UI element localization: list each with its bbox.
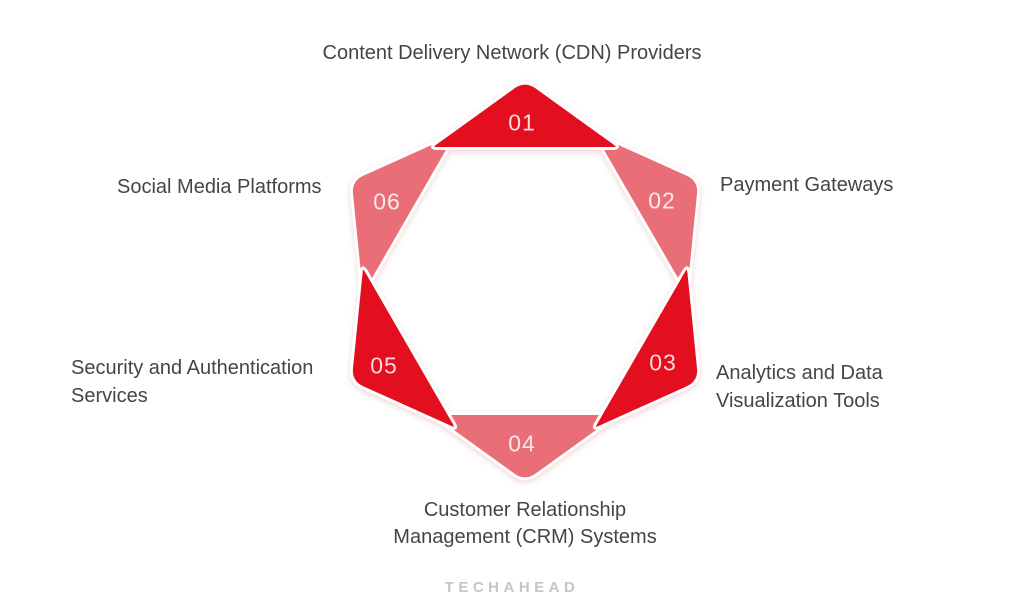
- label-line: Social Media Platforms: [117, 176, 322, 198]
- label-line: Management (CRM) Systems: [393, 526, 657, 548]
- petal-group: [349, 81, 701, 481]
- petal-number-02: 02: [648, 187, 676, 214]
- label-social-media: Social Media Platforms: [117, 173, 322, 201]
- label-crm-systems: Customer Relationship Management (CRM) S…: [375, 497, 675, 551]
- label-line: Services: [71, 385, 148, 407]
- petal-05: [349, 266, 458, 430]
- label-line: Security and Authentication: [71, 357, 314, 379]
- petal-03: [592, 266, 701, 430]
- label-cdn-providers: Content Delivery Network (CDN) Providers: [0, 40, 1024, 66]
- petal-number-06: 06: [373, 188, 401, 215]
- petal-01: [431, 81, 619, 150]
- label-line: Payment Gateways: [720, 174, 894, 196]
- petal-number-04: 04: [508, 430, 536, 457]
- petal-number-05: 05: [370, 352, 398, 379]
- petal-number-03: 03: [649, 349, 677, 376]
- label-analytics-tools: Analytics and Data Visualization Tools: [716, 359, 883, 415]
- label-security-services: Security and Authentication Services: [71, 354, 313, 410]
- label-line: Content Delivery Network (CDN) Providers: [322, 42, 702, 64]
- techahead-logo: TECHAHEAD: [444, 579, 580, 596]
- label-line: Customer Relationship: [423, 499, 627, 521]
- petal-number-01: 01: [508, 109, 536, 136]
- label-line: Analytics and Data: [716, 362, 883, 384]
- label-line: Visualization Tools: [716, 390, 880, 412]
- label-payment-gateways: Payment Gateways: [720, 171, 893, 199]
